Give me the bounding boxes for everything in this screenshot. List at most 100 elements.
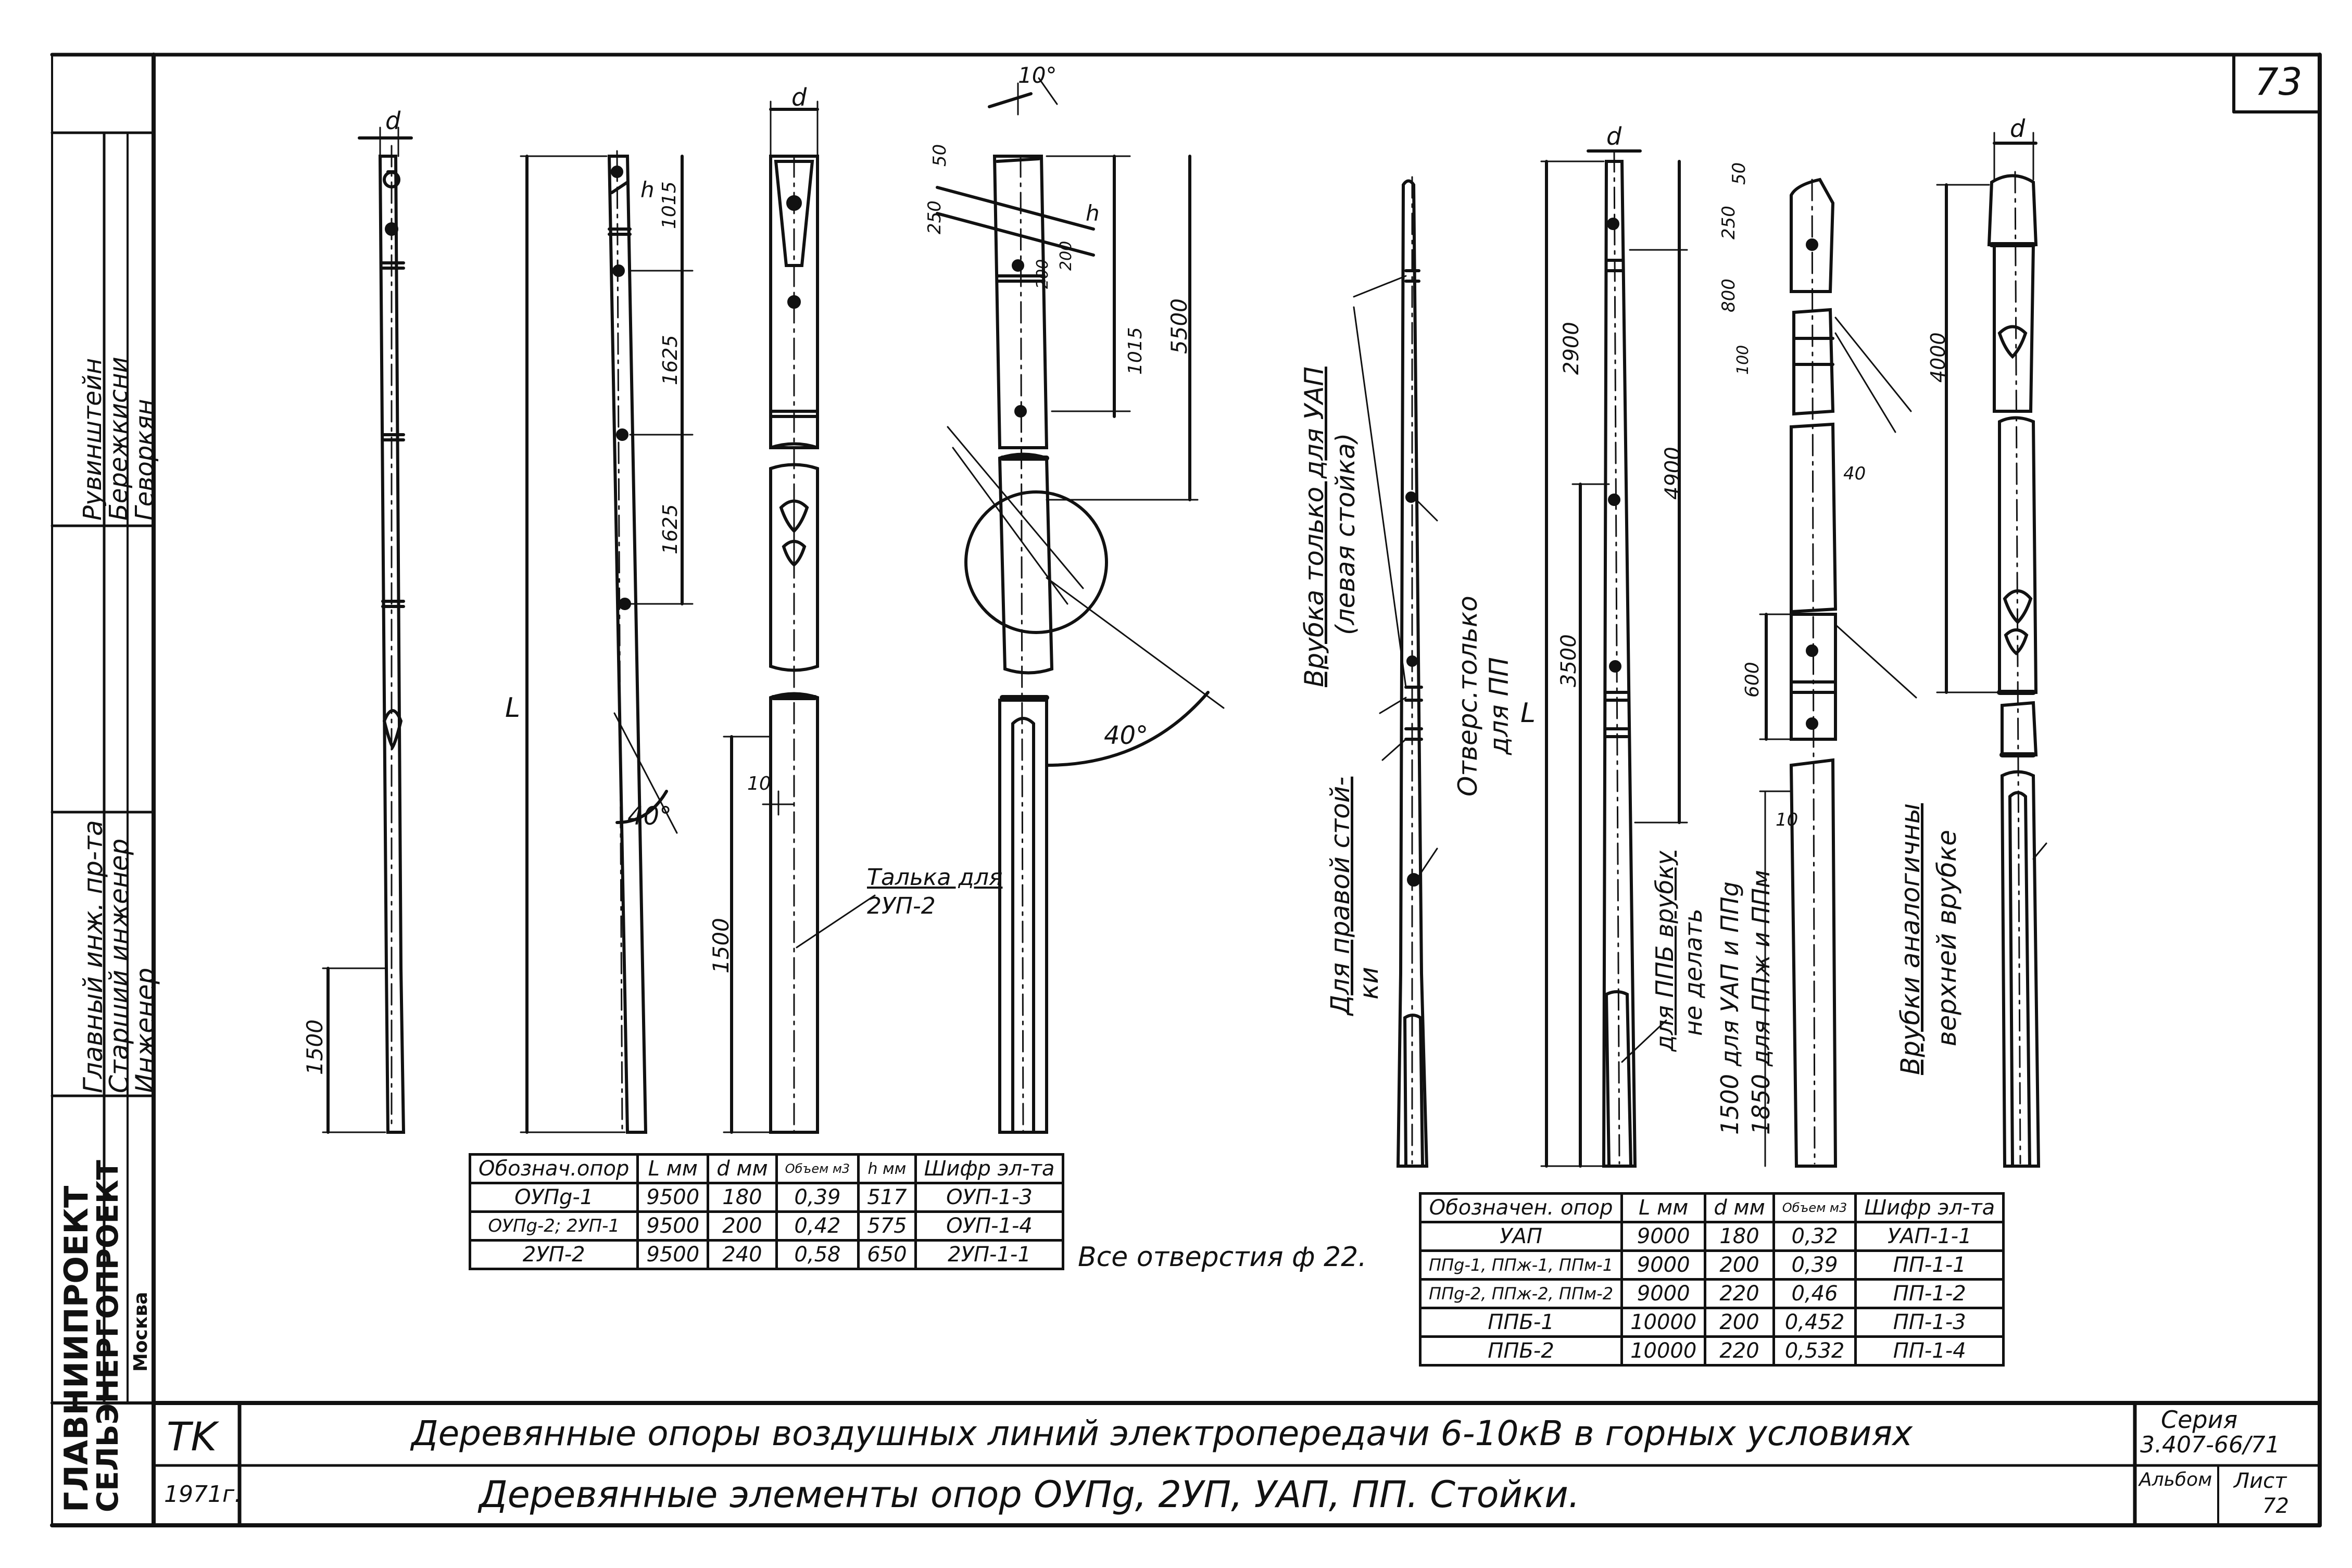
table-header-cell: d мм [707, 1153, 778, 1184]
table-cell: 240 [707, 1239, 778, 1270]
spec-table-pp: Обозначен. опор L мм d мм Объем м3 Шифр … [1418, 1192, 2005, 1367]
table-header-cell: Объем м3 [775, 1153, 860, 1184]
drawing-title-line-1: Деревянные опоры воздушных линий электро… [411, 1413, 1913, 1453]
series-label: Серия [2161, 1406, 2238, 1434]
table-cell: 220 [1704, 1335, 1775, 1367]
dim-angle-10: 10° [1018, 62, 1057, 88]
dim-d-2: d [791, 83, 807, 111]
dim-200-1: 200 [1057, 241, 1075, 271]
table-cell: УАП [1418, 1221, 1624, 1252]
sheet-number: 73 [2255, 60, 2303, 104]
table-cell: 2УП-2 [468, 1239, 639, 1270]
spec-table-oup: Обознач.опор L мм d мм Объем м3 h мм Шиф… [468, 1153, 1065, 1270]
dim-1015-1: 1015 [659, 181, 680, 229]
table-header-cell: Обозначен. опор [1418, 1192, 1624, 1223]
table-cell: ОУПg-1 [468, 1182, 639, 1213]
stamp-role-3: Инженер [130, 967, 160, 1093]
table-row: ППБ-1 10000 200 0,452 ПП-1-3 [1418, 1307, 2005, 1338]
table-row: ППg-1, ППж-1, ППм-1 9000 200 0,39 ПП-1-1 [1418, 1249, 2005, 1281]
title-block-year: 1971г. [164, 1481, 242, 1508]
table-cell: 10000 [1620, 1335, 1707, 1367]
table-header-cell: h мм [857, 1153, 917, 1184]
dim-1625-2: 1625 [659, 504, 682, 554]
stamp-org-1: ГЛАВНИИПРОЕКТ [57, 1185, 95, 1512]
note-vrubka-top-2: (левая стойка) [1330, 433, 1361, 635]
table-cell: 0,39 [1772, 1249, 1857, 1281]
dim-10-b: 10 [1776, 810, 1798, 830]
album-label: Альбом [2139, 1469, 2212, 1490]
table-cell: 200 [707, 1210, 778, 1242]
list-label: Лист [2234, 1469, 2287, 1493]
dim-50-1: 50 [929, 144, 950, 167]
table-cell: 0,39 [775, 1182, 860, 1213]
dim-angle-40-1: 40° [627, 802, 672, 831]
post-uap [1353, 176, 1438, 1168]
table-header-cell: Объем м3 [1772, 1192, 1857, 1223]
list-value: 72 [2262, 1494, 2289, 1518]
dim-4000: 4000 [1927, 332, 1949, 383]
table-row: ОУПg-1 9500 180 0,39 517 ОУП-1-3 [468, 1182, 1065, 1213]
series-value: 3.407-66/71 [2140, 1432, 2280, 1458]
table-cell: ОУПg-2; 2УП-1 [468, 1210, 639, 1242]
table-cell: 517 [857, 1182, 917, 1213]
note-no-vrubka-2: не делать [1679, 908, 1707, 1036]
post-pp-pieces [1759, 178, 1917, 1168]
table-cell: 9000 [1620, 1278, 1707, 1309]
table-cell: 200 [1704, 1249, 1775, 1281]
table-cell: 0,42 [775, 1210, 860, 1242]
dim-4900: 4900 [1661, 447, 1685, 500]
dim-100: 100 [1734, 345, 1752, 375]
table-cell: 575 [857, 1210, 917, 1242]
table-cell: 0,58 [775, 1239, 860, 1270]
table-cell: 9500 [636, 1239, 710, 1270]
note-right-post: Для правой стой- [1325, 776, 1355, 1015]
table-cell: 650 [857, 1239, 917, 1270]
table-cell: ППБ-2 [1418, 1335, 1624, 1367]
table-cell: 0,452 [1772, 1307, 1857, 1338]
table-cell: 2УП-1-1 [914, 1239, 1065, 1270]
stamp-name-3: Геворкян [130, 399, 159, 521]
table-cell: ОУП-1-3 [914, 1182, 1065, 1213]
table-row: ППg-2, ППж-2, ППм-2 9000 220 0,46 ПП-1-2 [1418, 1278, 2005, 1309]
dim-h-2: h [1086, 200, 1100, 226]
dim-3500: 3500 [1557, 634, 1581, 687]
table-header-cell: L мм [636, 1153, 710, 1184]
dim-1015-2: 1015 [1125, 327, 1146, 375]
table-cell: ППБ-1 [1418, 1307, 1624, 1338]
post-oup-elevation [322, 127, 413, 1134]
stamp-org-2: СЕЛЬЭНЕРГОПРОЕКТ [91, 1160, 125, 1512]
note-no-vrubka: для ППБ врубку [1651, 851, 1679, 1052]
dim-1625-1: 1625 [659, 335, 682, 385]
table-row: УАП 9000 180 0,32 УАП-1-1 [1418, 1221, 2005, 1252]
post-2up [723, 100, 876, 1134]
note-right-post-2: ки [1354, 967, 1384, 1000]
table-cell: ППg-2, ППж-2, ППм-2 [1418, 1278, 1624, 1309]
table-header-cell: d мм [1704, 1192, 1775, 1223]
table-cell: 9500 [636, 1210, 710, 1242]
dim-5500: 5500 [1166, 298, 1192, 354]
table-header-row: Обознач.опор L мм d мм Объем м3 h мм Шиф… [468, 1153, 1065, 1184]
stamp-name-1: Рувинштейн [78, 358, 107, 521]
dim-40: 40 [1843, 463, 1866, 484]
table-header-cell: L мм [1620, 1192, 1707, 1223]
table-cell: 0,32 [1772, 1221, 1857, 1252]
table-cell: 180 [1704, 1221, 1775, 1252]
note-len-1500: 1500 для УАП и ППg [1716, 881, 1744, 1135]
note-len-1850: 1850 для ППж и ППм [1747, 870, 1775, 1135]
dim-1500-1: 1500 [302, 1019, 328, 1075]
table-header-row: Обозначен. опор L мм d мм Объем м3 Шифр … [1418, 1192, 2005, 1223]
table-cell: 9000 [1620, 1249, 1707, 1281]
dim-250-1: 250 [924, 200, 945, 234]
stamp-name-2: Бережкисни [104, 357, 133, 521]
stamp-org-city: Москва [130, 1292, 152, 1372]
title-block-tk: TK [167, 1413, 217, 1460]
table-cell: 9000 [1620, 1221, 1707, 1252]
table-cell: УАП-1-1 [1854, 1221, 2005, 1252]
post-pp-elevation [1936, 132, 2047, 1168]
table-cell: 220 [1704, 1278, 1775, 1309]
dim-10: 10 [747, 773, 771, 794]
table-cell: ПП-1-3 [1854, 1307, 2005, 1338]
note-vrubki-similar-2: верхней врубке [1932, 830, 1962, 1046]
dim-angle-40-2: 40° [1104, 721, 1149, 750]
